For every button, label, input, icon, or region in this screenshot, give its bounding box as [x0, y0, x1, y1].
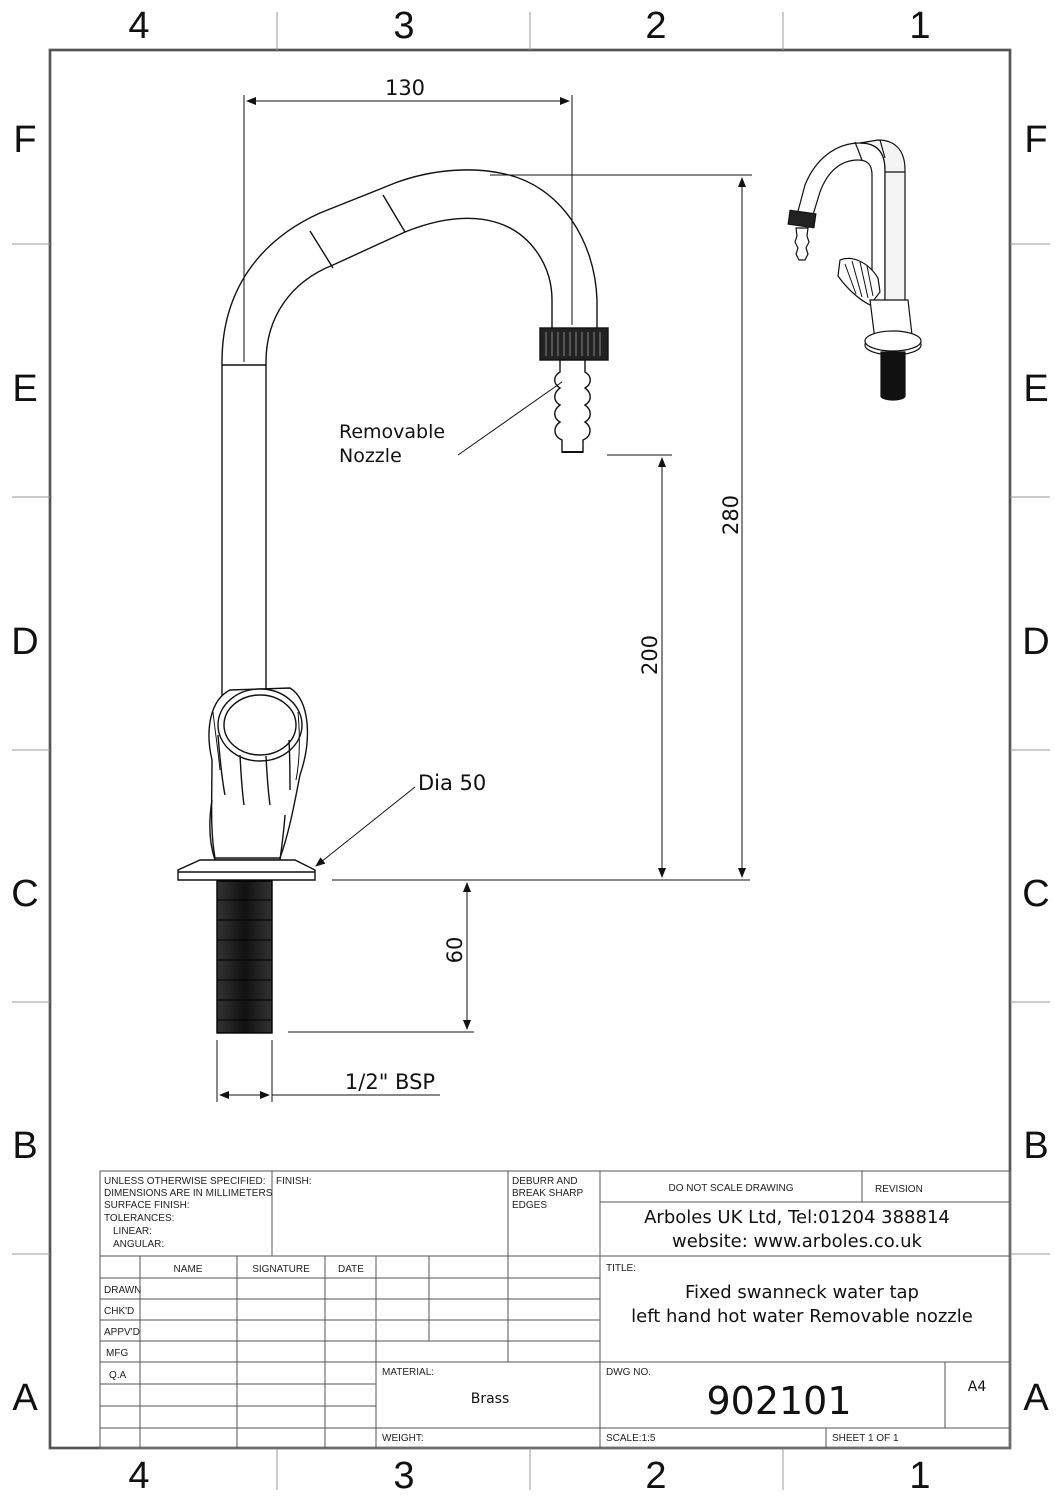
sheet-size: A4 [968, 1379, 987, 1395]
zone-row-left-f: F [13, 119, 36, 161]
zone-row-left-d: D [11, 621, 38, 663]
zone-col-bottom-3: 3 [393, 1455, 414, 1497]
flange-diameter-note: Dia 50 [418, 771, 486, 795]
spec-line-4: TOLERANCES: [104, 1213, 174, 1224]
zone-row-right-a: A [1023, 1377, 1049, 1419]
finish-label: FINISH: [276, 1176, 312, 1187]
company-line-2: website: www.arboles.co.uk [672, 1231, 923, 1252]
zone-row-left-a: A [12, 1377, 38, 1419]
title-label: TITLE: [606, 1263, 636, 1274]
row-label-drawn: DRAWN [104, 1285, 141, 1296]
zone-col-bottom-2: 2 [645, 1455, 666, 1497]
zone-row-left-b: B [12, 1125, 37, 1167]
zone-ticks [12, 12, 1050, 1490]
zone-row-right-d: D [1022, 621, 1049, 663]
spec-line-6: ANGULAR: [113, 1239, 164, 1250]
row-label-chkd: CHK'D [104, 1306, 134, 1317]
scale-label: SCALE:1:5 [606, 1433, 656, 1444]
weight-label: WEIGHT: [382, 1433, 424, 1444]
zone-row-right-f: F [1024, 119, 1047, 161]
dimension-200: 200 [638, 635, 662, 675]
drawing-title-line-1: Fixed swanneck water tap [685, 1282, 919, 1303]
zone-col-bottom-4: 4 [128, 1455, 149, 1497]
zone-row-right-c: C [1022, 873, 1049, 915]
dimension-280: 280 [719, 495, 743, 535]
zone-col-bottom-1: 1 [909, 1455, 930, 1497]
drawing-title-line-2: left hand hot water Removable nozzle [631, 1306, 973, 1327]
dimension-lines [216, 95, 752, 1102]
zone-row-left-c: C [11, 873, 38, 915]
row-label-mfg: MFG [106, 1348, 128, 1359]
thread-spec-label: 1/2" BSP [345, 1070, 435, 1094]
col-header-date: DATE [338, 1264, 364, 1275]
spec-line-1: UNLESS OTHERWISE SPECIFIED: [104, 1176, 266, 1187]
tap-isometric-view [787, 139, 922, 401]
title-block [99, 1170, 1011, 1449]
row-label-qa: Q.A [109, 1370, 127, 1381]
drawing-number: 902101 [706, 1379, 851, 1423]
material-label: MATERIAL: [382, 1367, 434, 1378]
spec-line-3: SURFACE FINISH: [104, 1200, 190, 1211]
company-line-1: Arboles UK Ltd, Tel:01204 388814 [644, 1207, 950, 1228]
col-header-signature: SIGNATURE [252, 1264, 310, 1275]
zone-col-top-1: 1 [909, 5, 930, 47]
nozzle-note-line2: Nozzle [339, 445, 402, 467]
revision-label: REVISION [875, 1184, 923, 1195]
zone-row-right-e: E [1023, 368, 1048, 410]
material-value: Brass [471, 1391, 510, 1407]
deburr-line-3: EDGES [512, 1200, 547, 1211]
col-header-name: NAME [174, 1264, 203, 1275]
spec-line-2: DIMENSIONS ARE IN MILLIMETERS [104, 1188, 273, 1199]
sheet-count: SHEET 1 OF 1 [832, 1433, 899, 1444]
zone-col-top-2: 2 [645, 5, 666, 47]
dwg-no-label: DWG NO. [606, 1367, 651, 1378]
tap-front-view [177, 169, 609, 1034]
dimension-60: 60 [443, 937, 467, 964]
deburr-line-1: DEBURR AND [512, 1176, 578, 1187]
dimension-130: 130 [385, 76, 425, 100]
nozzle-note-line1: Removable [339, 421, 445, 443]
row-label-appvd: APPV'D [104, 1327, 140, 1338]
zone-col-top-4: 4 [128, 5, 149, 47]
deburr-line-2: BREAK SHARP [512, 1188, 583, 1199]
spec-line-5: LINEAR: [113, 1226, 152, 1237]
zone-col-top-3: 3 [393, 5, 414, 47]
do-not-scale-note: DO NOT SCALE DRAWING [668, 1183, 793, 1194]
zone-row-right-b: B [1023, 1125, 1048, 1167]
zone-row-left-e: E [12, 368, 37, 410]
